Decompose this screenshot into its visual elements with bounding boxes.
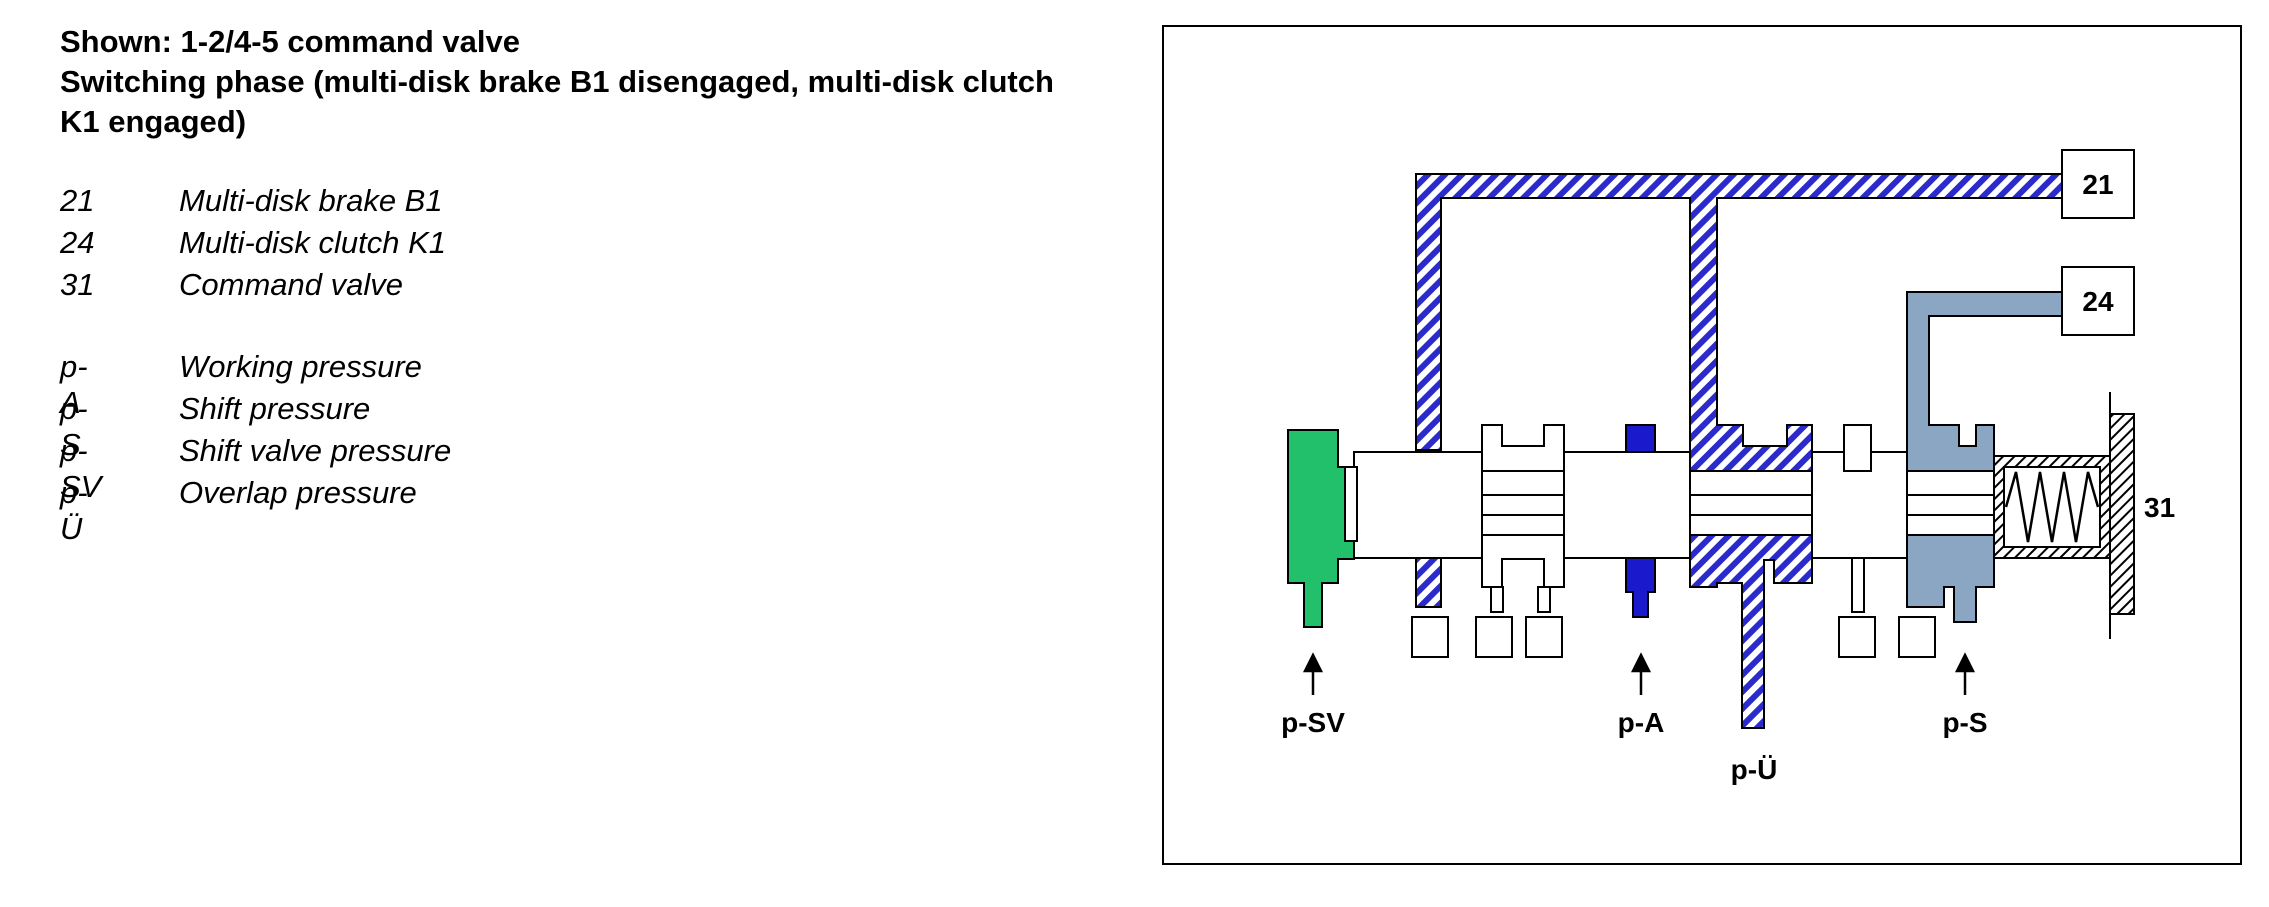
- port-stub: [1525, 616, 1563, 658]
- legend-desc: Multi-disk clutch K1: [179, 225, 447, 260]
- exhaust-port: [1481, 424, 1565, 472]
- brake-b1-label: 21: [2082, 169, 2113, 200]
- valve-diagram: 21 24 31 p-SV p-A p-S p-Ü: [1281, 149, 2175, 785]
- b1-feed-channel: [1415, 173, 2063, 472]
- spool-stem: [1689, 494, 1813, 516]
- heading: Shown: 1-2/4-5 command valve Switching p…: [60, 22, 1080, 142]
- overlap-pressure-line: [1689, 534, 1813, 729]
- shift-valve-pressure-chamber: [1287, 429, 1355, 628]
- exhaust-line: [1490, 586, 1504, 613]
- spring-chamber: [2003, 466, 2101, 548]
- exhaust-line: [1537, 586, 1551, 613]
- shift-pressure-port: [1906, 534, 1995, 623]
- heading-line-1: Shown: 1-2/4-5 command valve: [60, 24, 520, 59]
- spool-end-pin: [1344, 466, 1358, 542]
- legend-code: 31: [60, 267, 95, 302]
- port-stub: [1898, 616, 1936, 658]
- arrow-up-icon: [1630, 652, 1652, 673]
- legend-desc: Multi-disk brake B1: [179, 183, 443, 218]
- clutch-k1-label: 24: [2082, 286, 2114, 317]
- heading-line-2: Switching phase (multi-disk brake B1 dis…: [60, 64, 1054, 139]
- shift-pressure-label: p-S: [1942, 707, 1987, 738]
- port-stub: [1411, 616, 1449, 658]
- return-spring: [2004, 471, 2100, 543]
- legend-code: 24: [60, 225, 95, 260]
- brake-b1-box: 21: [2061, 149, 2135, 219]
- port-stub: [1475, 616, 1513, 658]
- housing-wall: [2109, 413, 2135, 615]
- valve-diagram-frame: 21 24 31 p-SV p-A p-S p-Ü: [1162, 25, 2242, 865]
- legend-desc: Shift valve pressure: [179, 433, 452, 468]
- clutch-k1-box: 24: [2061, 266, 2135, 336]
- legend-desc: Command valve: [179, 267, 403, 302]
- overlap-pressure-label: p-Ü: [1731, 754, 1778, 785]
- spool-land: [1563, 451, 1691, 559]
- working-pressure-label: p-A: [1618, 707, 1665, 738]
- spool-land: [1353, 451, 1483, 559]
- legend-code: p-Ü: [60, 475, 88, 546]
- legend-code: p-SV: [60, 433, 102, 504]
- legend-code: p-A: [60, 349, 88, 420]
- spool-stem: [1906, 494, 1995, 516]
- arrow-up-icon: [1302, 652, 1324, 673]
- shift-valve-pressure-label: p-SV: [1281, 707, 1345, 738]
- exhaust-line: [1851, 557, 1865, 613]
- command-valve-label: 31: [2144, 492, 2175, 523]
- exhaust-port: [1481, 534, 1565, 588]
- legend-desc: Overlap pressure: [179, 475, 417, 510]
- port-stub: [1838, 616, 1876, 658]
- legend-desc: Working pressure: [179, 349, 422, 384]
- legend-desc: Shift pressure: [179, 391, 371, 426]
- spool-stem: [1481, 494, 1565, 516]
- arrow-up-icon: [1954, 652, 1976, 673]
- exhaust-port: [1843, 424, 1872, 472]
- k1-feed-channel: [1906, 291, 2063, 472]
- legend-code: 21: [60, 183, 95, 218]
- legend-code: p-S: [60, 391, 88, 462]
- working-pressure-port-bottom: [1625, 544, 1656, 618]
